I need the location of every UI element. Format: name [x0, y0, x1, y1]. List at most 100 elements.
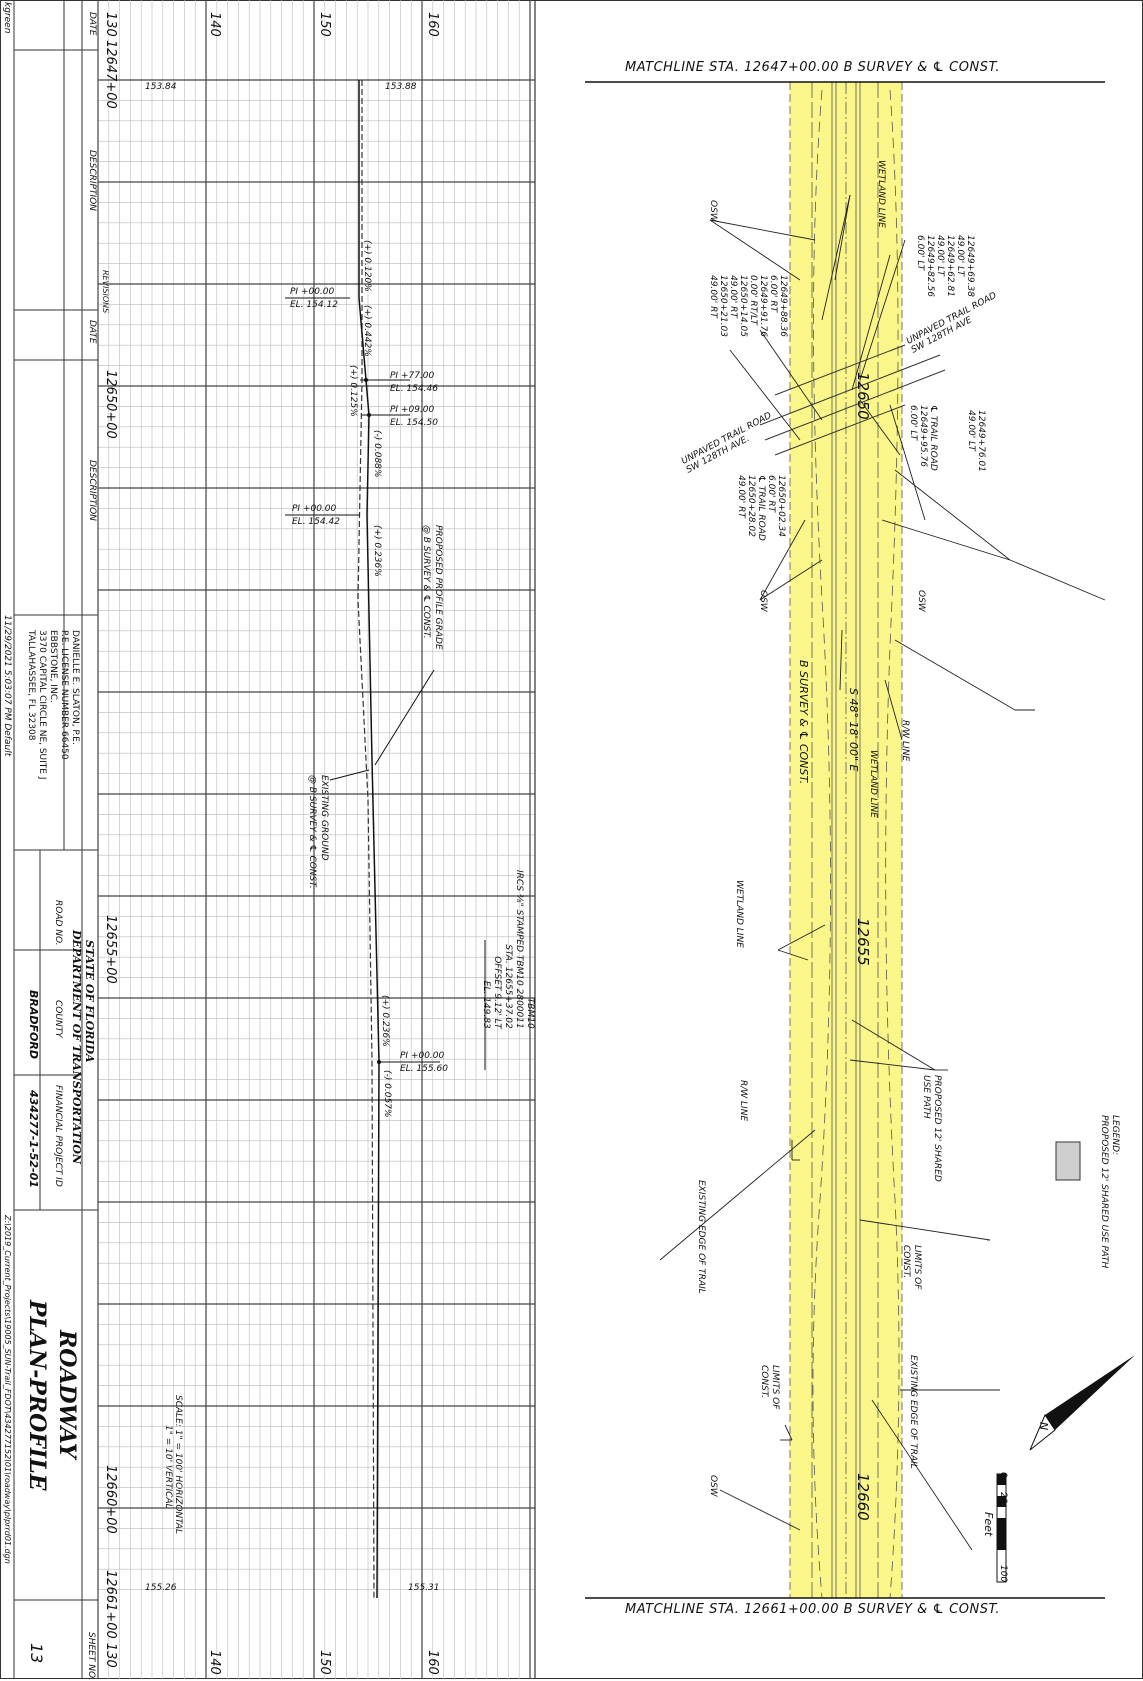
- matchline-bottom-label: MATCHLINE STA. 12661+00.00 B SURVEY & ℄ …: [625, 1602, 1001, 1617]
- bottom-tick-140: 140: [207, 1650, 222, 1675]
- osw-label: OSW: [916, 590, 926, 612]
- pi-elevation: EL. 154.46: [390, 384, 438, 394]
- label-line: PROPOSED 12' SHARED: [932, 1075, 942, 1182]
- plan-station-12655: 12655: [854, 918, 872, 966]
- pi-station: PI +77.00: [390, 371, 435, 381]
- callout-line: 12650+21.03: [718, 275, 728, 337]
- grade-label: (+) 0.236%: [372, 525, 382, 577]
- callout-line: 12650+02.34: [776, 475, 786, 537]
- proposed-grade-note: PROPOSED PROFILE GRADE@ B SURVEY & ℄ CON…: [420, 525, 444, 650]
- existing-ground-note: EXISTING GROUND@ B SURVEY & ℄ CONST.: [306, 775, 330, 889]
- station-12655: 12655+00: [103, 915, 118, 984]
- pi-elevation: EL. 154.12: [290, 300, 338, 310]
- legend-swatch: [1055, 1141, 1081, 1181]
- callout-line: 49.00' RT: [736, 475, 746, 518]
- bottom-tick-150: 150: [317, 1650, 332, 1675]
- scale-label-0: 0: [998, 1472, 1008, 1478]
- callout-line: ℄ TRAIL ROAD: [756, 475, 766, 541]
- osw-label: OSW: [708, 200, 718, 222]
- left-callouts: 12649+88.36 6.00' RT 12649+91.76 0.00' R…: [708, 275, 788, 337]
- callout-line: 49.00' RT: [728, 275, 738, 318]
- bearing-label: S 48° 18' 00" E: [847, 688, 860, 772]
- callout-line: 12649+62.81: [945, 235, 955, 297]
- pi-elevation: EL. 154.50: [390, 418, 438, 428]
- callout-line: 12649+82.56: [925, 235, 935, 297]
- survey-label: B SURVEY & ℄ CONST.: [797, 660, 810, 785]
- label-line: LIMITS OF: [912, 1245, 922, 1290]
- callout-line: 49.00' LT: [966, 410, 976, 452]
- callout-line: 12650+28.02: [746, 475, 756, 537]
- note-line: STA. 12655+37.02: [503, 944, 513, 1029]
- north-arrow: [1029, 1355, 1135, 1451]
- north-label: N: [1037, 1422, 1050, 1431]
- existing-edge-label: EXISTING EDGE OF TRAIL: [696, 1180, 706, 1294]
- legend-item: PROPOSED 12' SHARED USE PATH: [1099, 1115, 1109, 1269]
- wetland-label: WETLAND LINE: [876, 160, 886, 228]
- station-12661-bottom: 12661+00 130: [103, 1570, 118, 1668]
- matchline-top-label: MATCHLINE STA. 12647+00.00 B SURVEY & ℄ …: [625, 60, 1001, 75]
- start-elev-left: 153.84: [145, 82, 177, 92]
- bottom-tick-160: 160: [425, 1650, 440, 1675]
- station-12650: 12650+00: [103, 370, 118, 439]
- elev-tick-130: 130: [103, 12, 118, 37]
- note-line: TBM10: [525, 997, 535, 1029]
- wetland-label: WETLAND LINE: [868, 750, 878, 818]
- grade-label: (+) 0.120%: [362, 240, 372, 292]
- scale-bar: [996, 1473, 1007, 1583]
- plan-view: [585, 81, 1135, 1599]
- existing-edge-label: EXISTING EDGE OF TRAIL: [908, 1355, 918, 1469]
- trail-callouts: ℄ TRAIL ROAD 12649+95.76 6.00' LT: [908, 405, 938, 471]
- callout-line: 12649+95.76: [918, 405, 928, 467]
- benchmark-note: TBM10 IRCS ⅜" STAMPED TBM10 2800011 STA.…: [480, 870, 535, 1029]
- callout-line: 49.00' LT: [955, 235, 965, 277]
- rw-label: R/W LINE: [738, 1080, 748, 1122]
- callout-line: 12649+76.01: [976, 410, 986, 472]
- note-line: EL. 149.83: [481, 980, 491, 1029]
- elev-tick-150: 150: [317, 12, 332, 37]
- grade-label: (-) 0.057%: [382, 1070, 392, 1118]
- pi-station: PI +09.00: [390, 405, 435, 415]
- wetland-label: WETLAND LINE: [734, 880, 744, 948]
- rw-label: R/W LINE: [900, 720, 910, 762]
- callout-line: 6.00' LT: [915, 235, 925, 271]
- osw-label: OSW: [758, 590, 768, 612]
- profile-grid: [97, 0, 536, 1679]
- note-line: @ B SURVEY & ℄ CONST.: [307, 775, 317, 889]
- elev-tick-160: 160: [425, 12, 440, 37]
- station-12660: 12660+00: [103, 1465, 118, 1534]
- osw-label: OSW: [708, 1475, 718, 1497]
- right-callouts: 12649+69.38 49.00' LT 12649+62.81 49.00'…: [915, 235, 975, 297]
- note-line: EXISTING GROUND: [319, 775, 329, 861]
- callout-line: 12649+91.76: [758, 275, 768, 337]
- callout-line: 6.00' RT: [768, 275, 778, 313]
- note-line: IRCS ⅜" STAMPED TBM10 2800011: [514, 870, 524, 1029]
- label-line: LIMITS OF: [770, 1365, 780, 1410]
- note-line: PROPOSED PROFILE GRADE: [433, 525, 443, 650]
- end-elev-right: 155.31: [408, 1583, 440, 1593]
- pi-elevation: EL. 154.42: [292, 517, 340, 527]
- note-line: @ B SURVEY & ℄ CONST.: [421, 525, 431, 639]
- note-line: OFFSET 9.12' LT: [492, 956, 502, 1029]
- label-line: CONST.: [759, 1365, 769, 1399]
- proposed-grade-line: [358, 80, 380, 1599]
- pi-station: PI +00.00: [290, 287, 335, 297]
- pi-station: PI +00.00: [400, 1051, 445, 1061]
- label-line: CONST.: [901, 1245, 911, 1279]
- mid-callouts: 12650+02.34 6.00' RT ℄ TRAIL ROAD 12650+…: [736, 475, 786, 541]
- pi-elevation: EL. 155.60: [400, 1064, 448, 1074]
- trail-callouts: 12649+76.01 49.00' LT: [966, 410, 986, 472]
- scale-unit: Feet: [982, 1512, 995, 1537]
- plan-station-12650: 12650: [854, 372, 872, 420]
- callout-line: 12650+14.05: [738, 275, 748, 337]
- grade-label: (+) 0.125%: [348, 365, 358, 417]
- callout-line: 49.00' RT: [708, 275, 718, 318]
- callout-line: ℄ TRAIL ROAD: [928, 405, 938, 471]
- callout-line: 6.00' RT: [766, 475, 776, 513]
